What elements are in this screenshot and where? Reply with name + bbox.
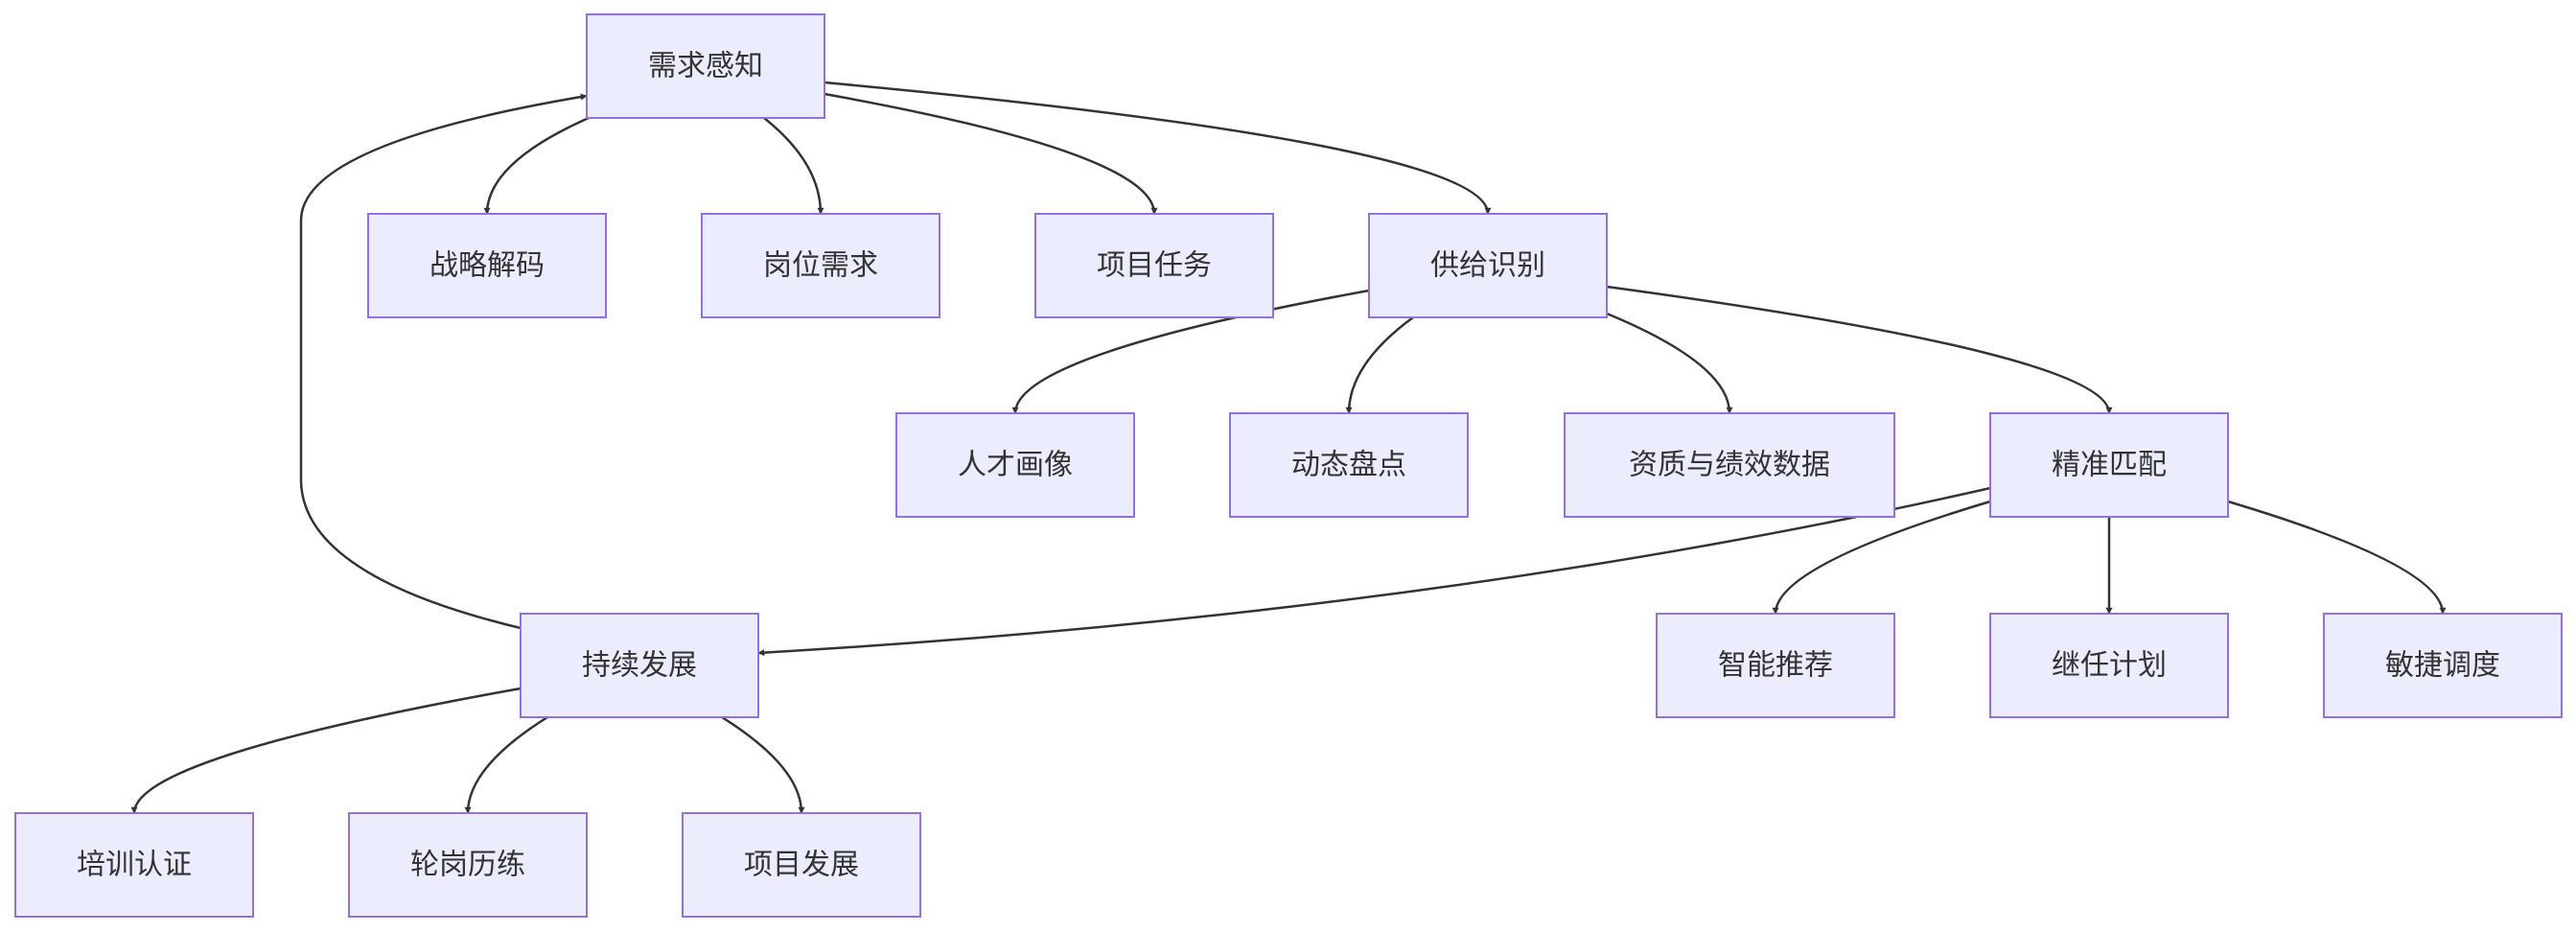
edge-n10-n14 [130,687,522,814]
node-n4: 项目任务 [1034,213,1274,318]
edges [130,81,2447,814]
node-label: 战略解码 [429,249,545,283]
edge-n10-n1 [299,93,588,630]
node-box [367,213,607,318]
node-label: 轮岗历练 [410,849,525,882]
node-box [701,213,940,318]
node-label: 供给识别 [1430,249,1545,283]
node-box [1564,412,1895,518]
node-box [895,412,1135,518]
node-box [1989,412,2229,518]
node-label: 需求感知 [648,50,763,83]
edge-n9-n10 [757,486,1991,657]
node-label: 继任计划 [2052,649,2167,683]
node-box [1368,213,1608,318]
node-n5: 供给识别 [1368,213,1608,318]
node-n14: 培训认证 [14,812,254,918]
node-box [1989,613,2229,718]
node-n7: 动态盘点 [1229,412,1469,518]
node-label: 动态盘点 [1291,449,1406,482]
node-n16: 项目发展 [682,812,921,918]
edge-n5-n9 [1606,285,2113,414]
node-label: 人才画像 [958,449,1073,482]
node-n11: 智能推荐 [1656,613,1895,718]
node-box [1656,613,1895,718]
node-box [682,812,921,918]
edge-n1-n4 [824,92,1158,215]
node-label: 智能推荐 [1718,649,1833,683]
node-n9: 精准匹配 [1989,412,2229,518]
edge-n9-n11 [1772,500,1991,615]
node-label: 培训认证 [77,849,192,882]
edge-n1-n5 [824,81,1492,215]
edge-n9-n13 [2227,500,2447,615]
node-box [586,13,825,119]
node-n15: 轮岗历练 [348,812,588,918]
edge-n5-n6 [1011,289,1370,414]
node-box [348,812,588,918]
node-label: 资质与绩效数据 [1629,449,1830,482]
node-label: 敏捷调度 [2385,649,2500,683]
node-n1: 需求感知 [586,13,825,119]
node-box [520,613,759,718]
node-n6: 人才画像 [895,412,1135,518]
node-label: 持续发展 [582,649,697,683]
node-n13: 敏捷调度 [2323,613,2563,718]
edge-n1-n3 [763,117,824,215]
node-n10: 持续发展 [520,613,759,718]
node-box [14,812,254,918]
node-n8: 资质与绩效数据 [1564,412,1895,518]
edge-n5-n7 [1345,315,1414,414]
edge-n5-n8 [1606,312,1733,414]
node-label: 项目任务 [1097,249,1212,283]
edge-n10-n15 [464,715,548,814]
node-label: 项目发展 [744,849,859,882]
node-box [1034,213,1274,318]
node-box [2323,613,2563,718]
node-n12: 继任计划 [1989,613,2229,718]
node-n2: 战略解码 [367,213,607,318]
node-box [1229,412,1469,518]
node-n3: 岗位需求 [701,213,940,318]
node-label: 岗位需求 [763,249,878,283]
node-label: 精准匹配 [2052,449,2167,482]
edge-n10-n16 [721,715,805,814]
edge-n1-n2 [483,116,590,215]
